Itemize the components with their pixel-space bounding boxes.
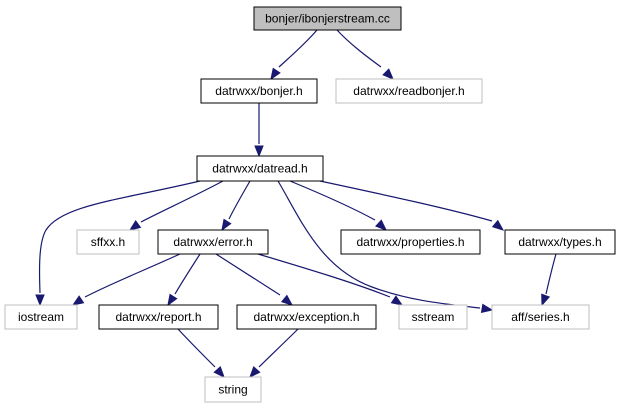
node-label: aff/series.h	[511, 310, 569, 324]
edge-line	[174, 253, 201, 295]
node-error[interactable]: datrwxx/error.h	[157, 229, 269, 255]
edge-ibonjerstream-to-bonjer	[270, 29, 318, 81]
node-series: aff/series.h	[491, 304, 590, 330]
node-report[interactable]: datrwxx/report.h	[98, 304, 219, 330]
edge-report-to-string	[177, 328, 225, 379]
edge-line	[336, 29, 382, 68]
arrowhead	[71, 295, 85, 306]
node-iostream: iostream	[4, 304, 78, 330]
node-label: string	[218, 383, 247, 397]
edge-line	[140, 180, 224, 223]
edge-line	[38, 180, 201, 294]
node-label: iostream	[18, 310, 64, 324]
edge-line	[215, 253, 281, 296]
node-label: datrwxx/report.h	[115, 310, 201, 324]
node-box	[253, 6, 402, 31]
node-exception[interactable]: datrwxx/exception.h	[236, 304, 377, 330]
arrowhead	[128, 220, 142, 231]
arrowhead	[167, 293, 178, 307]
arrowhead	[480, 303, 494, 313]
node-box	[76, 229, 140, 255]
node-ibonjerstream: bonjer/ibonjerstream.cc	[253, 6, 402, 31]
node-label: datrwxx/properties.h	[356, 235, 464, 249]
arrowhead	[249, 366, 261, 379]
node-label: datrwxx/types.h	[518, 235, 601, 249]
node-box[interactable]	[236, 304, 377, 330]
arrowhead	[213, 366, 225, 379]
edge-error-to-sstream	[257, 253, 404, 306]
arrowhead	[541, 293, 551, 307]
node-box[interactable]	[196, 155, 324, 182]
node-box[interactable]	[340, 229, 481, 255]
node-box[interactable]	[157, 229, 269, 255]
nodes-layer: bonjer/ibonjerstream.cc datrwxx/bonjer.h d…	[4, 6, 616, 403]
edge-datread-to-iostream	[35, 180, 201, 307]
edge-line	[84, 253, 181, 298]
edge-line	[278, 29, 318, 68]
edges-layer	[35, 29, 557, 379]
edge-datread-to-sffxx	[128, 180, 224, 231]
node-label: datrwxx/exception.h	[253, 310, 359, 324]
edge-error-to-report	[167, 253, 201, 307]
node-label: datrwxx/readbonjer.h	[353, 84, 464, 98]
node-sstream: sstream	[398, 304, 468, 330]
edge-datread-to-error	[221, 180, 251, 232]
arrowhead	[270, 67, 281, 81]
node-box	[335, 78, 483, 104]
edge-line	[319, 180, 493, 222]
node-properties[interactable]: datrwxx/properties.h	[340, 229, 481, 255]
arrowhead	[390, 295, 404, 306]
edge-line	[228, 180, 251, 220]
edge-bonjer-to-datread	[254, 103, 264, 158]
node-readbonjer: datrwxx/readbonjer.h	[335, 78, 483, 104]
edge-datread-to-series	[277, 180, 494, 313]
edge-datread-to-properties	[289, 180, 387, 231]
node-box[interactable]	[98, 304, 219, 330]
arrowhead	[280, 294, 294, 306]
node-sffxx: sffxx.h	[76, 229, 140, 255]
node-label: sffxx.h	[91, 235, 125, 249]
arrowhead	[254, 145, 264, 158]
edge-exception-to-string	[249, 328, 299, 379]
node-box	[491, 304, 590, 330]
edge-line	[177, 328, 216, 368]
node-box	[398, 304, 468, 330]
node-datread[interactable]: datrwxx/datread.h	[196, 155, 324, 182]
node-label: bonjer/ibonjerstream.cc	[265, 12, 390, 26]
node-label: datrwxx/datread.h	[212, 162, 307, 176]
arrowhead	[221, 218, 232, 232]
node-string: string	[204, 376, 262, 403]
edge-line	[258, 328, 299, 368]
node-label: datrwxx/error.h	[173, 235, 252, 249]
edge-types-to-series	[541, 253, 557, 307]
edge-error-to-iostream	[71, 253, 181, 306]
node-box	[204, 376, 262, 403]
arrowhead	[35, 294, 45, 307]
node-label: datrwxx/bonjer.h	[215, 84, 302, 98]
edge-error-to-exception	[215, 253, 294, 306]
node-box[interactable]	[504, 229, 616, 255]
edge-ibonjerstream-to-readbonjer	[336, 29, 394, 80]
node-box	[4, 304, 78, 330]
arrowhead	[382, 68, 394, 80]
node-bonjer[interactable]: datrwxx/bonjer.h	[200, 78, 318, 104]
arrowhead	[375, 219, 387, 231]
node-box[interactable]	[200, 78, 318, 104]
edge-line	[277, 180, 481, 309]
edge-datread-to-types	[319, 180, 505, 231]
edge-line	[545, 253, 557, 295]
node-types[interactable]: datrwxx/types.h	[504, 229, 616, 255]
node-label: sstream	[412, 310, 455, 324]
arrowhead	[491, 219, 505, 231]
edge-line	[257, 253, 391, 298]
edge-line	[289, 180, 376, 221]
